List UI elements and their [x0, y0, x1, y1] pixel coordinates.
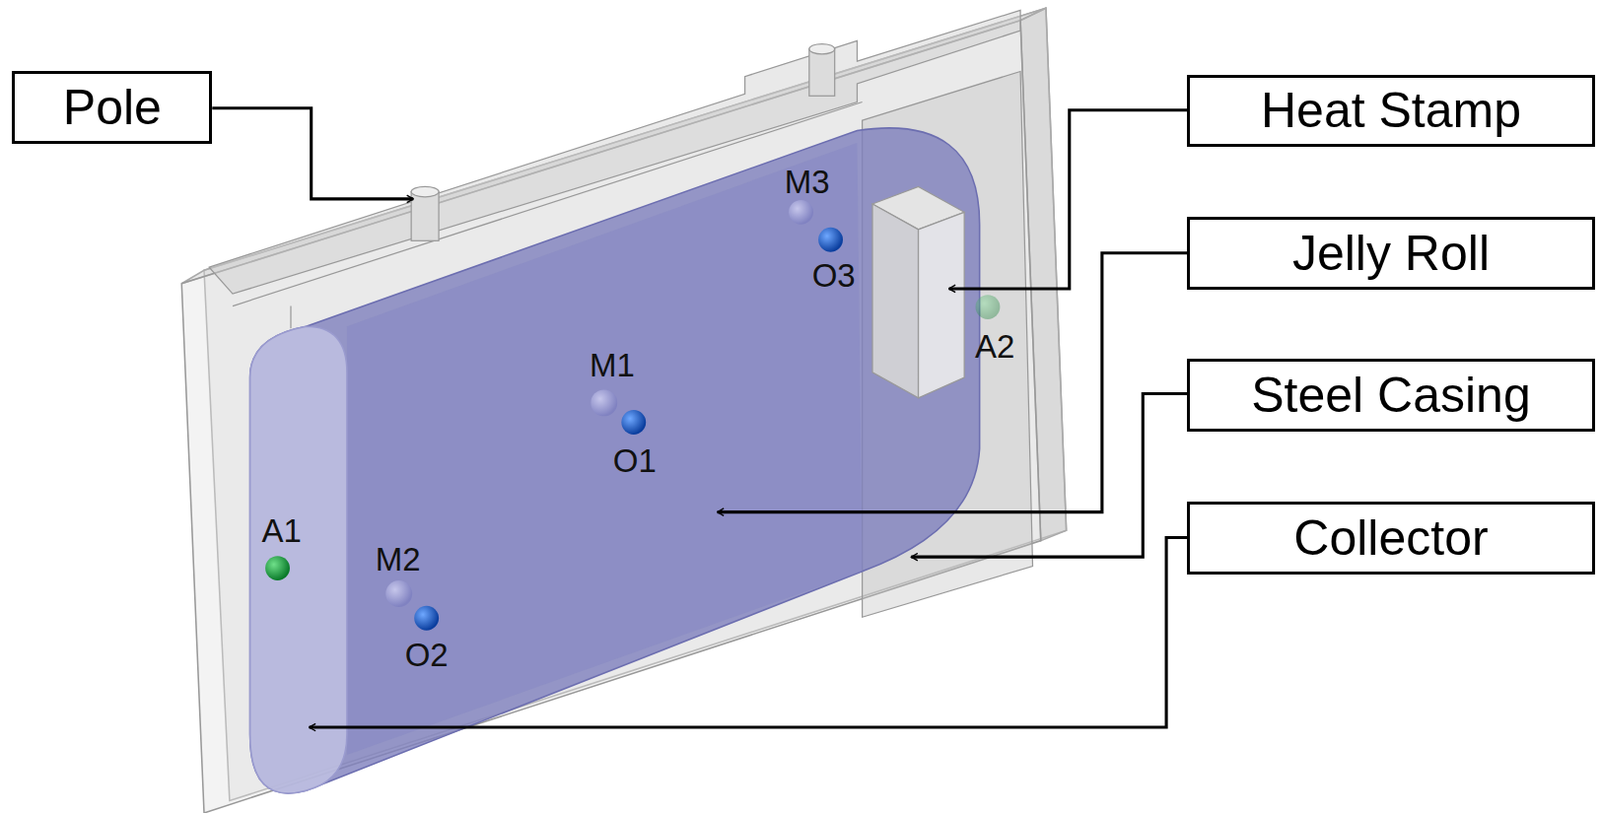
label-box: Steel Casing: [1186, 358, 1596, 431]
point-label: M2: [375, 543, 421, 576]
point-label: M1: [589, 348, 635, 382]
point-label: A1: [261, 514, 301, 548]
part-name: Jelly Roll: [1292, 228, 1490, 279]
label-box: Jelly Roll: [1186, 216, 1596, 289]
part-name: Collector: [1293, 513, 1488, 563]
part-name: Pole: [63, 82, 162, 133]
point-label: M3: [784, 165, 831, 199]
part-name: Heat Stamp: [1260, 85, 1522, 136]
label-box: Heat Stamp: [1186, 74, 1596, 147]
point-label: O3: [812, 259, 856, 292]
point-label: O1: [613, 444, 657, 478]
point-label: A2: [974, 330, 1015, 363]
label-box: Collector: [1186, 501, 1596, 574]
label-box: Pole: [11, 70, 212, 143]
part-name: Steel Casing: [1251, 370, 1531, 420]
point-label: O2: [405, 638, 449, 672]
